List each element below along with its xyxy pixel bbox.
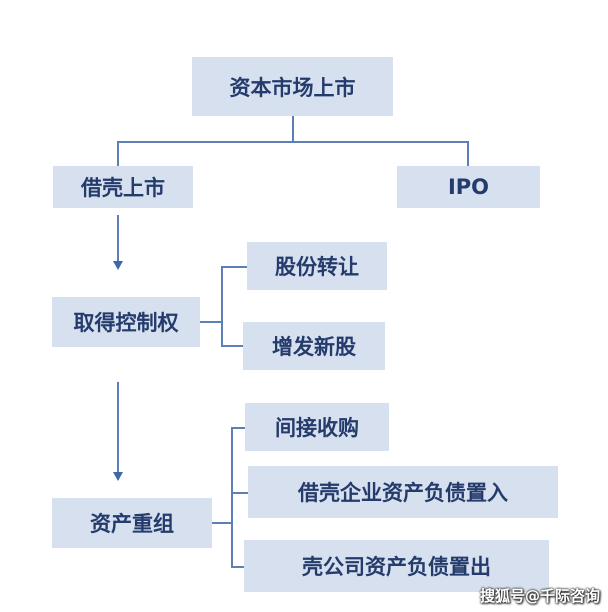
watermark-text: 搜狐号@千际咨询 bbox=[479, 587, 600, 605]
ipo-node: IPO bbox=[397, 166, 540, 208]
gain-control-node: 取得控制权 bbox=[52, 297, 200, 347]
share-transfer-node: 股份转让 bbox=[247, 242, 387, 290]
restructure-vertical bbox=[231, 427, 233, 567]
control-top-arm bbox=[221, 266, 247, 268]
arrow-shaft-1 bbox=[117, 215, 119, 261]
arrow-shaft-2 bbox=[117, 382, 119, 472]
control-stub bbox=[200, 321, 222, 323]
assets-injection-node: 借壳企业资产负债置入 bbox=[248, 466, 558, 518]
assets-divestiture-node: 壳公司资产负债置出 bbox=[244, 540, 549, 592]
asset-restructuring-node: 资产重组 bbox=[52, 498, 212, 548]
arrow-head-1 bbox=[113, 261, 123, 270]
branch-right-drop bbox=[467, 141, 469, 166]
backdoor-listing-node: 借壳上市 bbox=[53, 166, 193, 208]
root-node: 资本市场上市 bbox=[192, 57, 393, 116]
branch-bar bbox=[117, 141, 469, 143]
arrow-head-2 bbox=[113, 472, 123, 481]
control-bottom-arm bbox=[221, 345, 243, 347]
indirect-acquisition-node: 间接收购 bbox=[245, 403, 389, 451]
control-vertical bbox=[221, 266, 223, 346]
restructure-top-arm bbox=[231, 427, 245, 429]
restructure-bottom-arm bbox=[231, 566, 244, 568]
new-share-issuance-node: 增发新股 bbox=[243, 322, 385, 370]
restructure-mid-arm bbox=[231, 492, 248, 494]
restructure-stub bbox=[212, 522, 232, 524]
root-stem bbox=[292, 116, 294, 142]
branch-left-drop bbox=[117, 141, 119, 166]
